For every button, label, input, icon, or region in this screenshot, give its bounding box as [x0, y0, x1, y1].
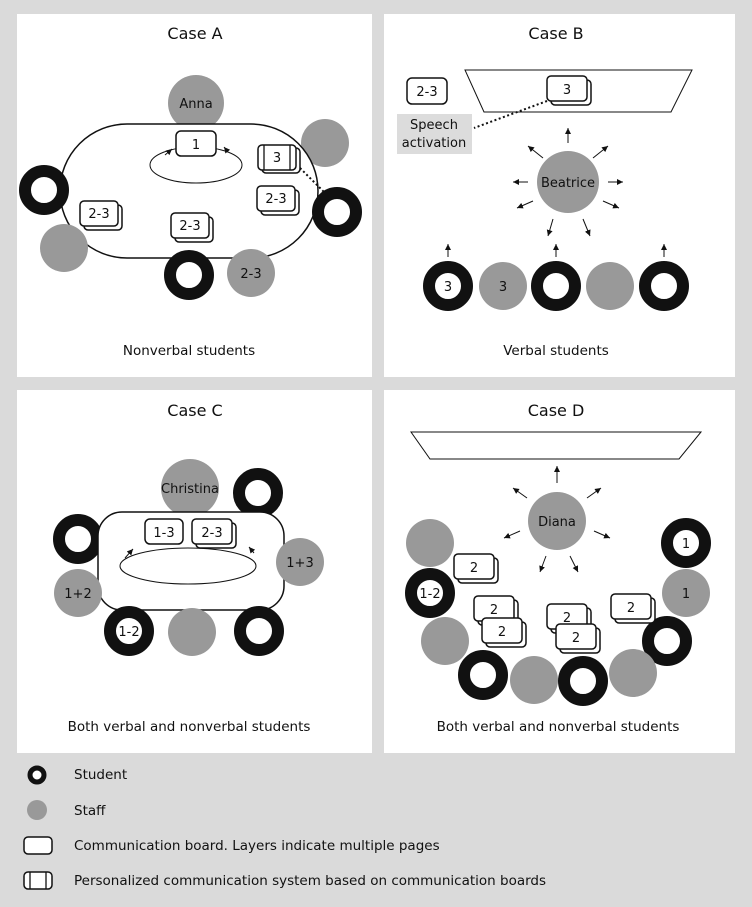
staff-beatrice	[537, 151, 599, 213]
legend-personalized-icon	[23, 871, 53, 890]
student-b-1-label: 3	[444, 280, 452, 295]
student-d-right-2	[648, 622, 686, 660]
legend-board-label: Communication board. Layers indicate mul…	[74, 838, 440, 854]
staff-d-top-left	[406, 519, 454, 567]
staff-d-right-label: 1	[682, 587, 690, 602]
board-c-1: 1-3	[144, 518, 184, 545]
case-c: Case C Christina 1-3 2-3 1+3 1+2 1-2 Bot…	[54, 401, 324, 735]
staff-b-2	[586, 262, 634, 310]
screen-d	[410, 431, 703, 460]
board-a-center: 2-3	[170, 212, 214, 243]
legend-staff-icon	[27, 800, 47, 820]
staff-b-1-label: 3	[499, 280, 507, 295]
staff-anna	[168, 75, 224, 131]
speech-activation-line2: activation	[402, 136, 466, 151]
rotation-loop-c	[119, 547, 257, 585]
svg-text:3: 3	[273, 151, 281, 166]
legend-student-icon	[27, 765, 47, 785]
board-a-left: 2-3	[79, 200, 123, 231]
svg-text:2: 2	[563, 611, 571, 626]
attention-arrows-d	[503, 466, 611, 573]
staff-anna-label: Anna	[179, 97, 212, 112]
staff-d-bottom-1	[510, 656, 558, 704]
student-d-top-right-label: 1	[682, 537, 690, 552]
svg-text:2-3: 2-3	[265, 192, 286, 207]
case-c-title: Case C	[167, 401, 222, 420]
staff-a-right	[301, 119, 349, 167]
board-a-1: 1	[175, 130, 217, 157]
staff-diana-label: Diana	[538, 515, 576, 530]
legend-staff-label: Staff	[74, 803, 106, 819]
staff-a-bottom-label: 2-3	[240, 267, 261, 282]
svg-text:2: 2	[572, 631, 580, 646]
case-d-title: Case D	[528, 401, 585, 420]
staff-a-left	[40, 224, 88, 272]
legend-personalized-label: Personalized communication system based …	[74, 873, 546, 889]
svg-text:1: 1	[192, 138, 200, 153]
svg-text:2: 2	[490, 603, 498, 618]
svg-text:3: 3	[563, 83, 571, 98]
staff-christina	[161, 459, 219, 517]
svg-text:2: 2	[627, 601, 635, 616]
board-b-screen: 3	[546, 75, 592, 106]
case-d: Case D Diana 1 1-2 1 2	[406, 401, 710, 735]
staff-b-1	[479, 262, 527, 310]
case-c-caption: Both verbal and nonverbal students	[68, 719, 311, 735]
staff-c-right	[276, 538, 324, 586]
staff-c-left	[54, 569, 102, 617]
svg-text:2-3: 2-3	[416, 85, 437, 100]
case-b-caption: Verbal students	[503, 343, 609, 359]
board-d-3: 2	[481, 617, 527, 648]
board-d-1: 2	[453, 553, 499, 584]
case-d-caption: Both verbal and nonverbal students	[437, 719, 680, 735]
legend: Student Staff Communication board. Layer…	[23, 765, 546, 890]
student-c-bottom-right	[240, 612, 278, 650]
student-a-left	[25, 171, 63, 209]
student-b-3	[645, 267, 683, 305]
student-c-left	[59, 520, 97, 558]
student-d-bottom-1	[464, 656, 502, 694]
svg-text:2-3: 2-3	[179, 219, 200, 234]
student-c-top	[239, 474, 277, 512]
student-a-bottom	[170, 256, 208, 294]
staff-d-bottom-2	[609, 649, 657, 697]
board-d-5: 2	[555, 623, 601, 654]
case-a: Case A Anna 1 3 2-3	[25, 24, 356, 359]
speech-activation-line1: Speech	[410, 118, 458, 133]
staff-a-bottom	[227, 249, 275, 297]
svg-text:1-3: 1-3	[153, 526, 174, 541]
staff-d-left-2	[421, 617, 469, 665]
case-a-title: Case A	[167, 24, 222, 43]
legend-board-icon	[23, 836, 53, 855]
case-b: Case B 2-3 3 Speech activation Beatrice	[397, 24, 693, 359]
student-d-left-label: 1-2	[419, 587, 440, 602]
board-d-6: 2	[610, 593, 656, 624]
student-b-2	[537, 267, 575, 305]
board-c-2: 2-3	[191, 518, 237, 549]
staff-c-left-label: 1+2	[64, 587, 91, 602]
student-c-bottom-left-label: 1-2	[118, 625, 139, 640]
staff-diana	[528, 492, 586, 550]
svg-text:2: 2	[498, 625, 506, 640]
student-a-right	[318, 193, 356, 231]
student-d-bottom-2	[564, 662, 602, 700]
speech-activation-box: Speech activation	[397, 114, 472, 154]
attention-arrows-b	[445, 128, 667, 257]
staff-d-right	[662, 569, 710, 617]
case-b-title: Case B	[528, 24, 583, 43]
staff-beatrice-label: Beatrice	[541, 176, 595, 191]
personalized-system-a: 3	[257, 144, 301, 174]
staff-c-bottom	[168, 608, 216, 656]
board-b-left: 2-3	[406, 77, 448, 105]
case-a-caption: Nonverbal students	[123, 343, 255, 359]
svg-text:2-3: 2-3	[201, 526, 222, 541]
svg-text:2-3: 2-3	[88, 207, 109, 222]
svg-text:2: 2	[470, 561, 478, 576]
table-c	[97, 511, 285, 611]
staff-c-right-label: 1+3	[286, 556, 313, 571]
legend-student-label: Student	[74, 767, 127, 783]
board-a-right: 2-3	[256, 185, 300, 216]
staff-christina-label: Christina	[161, 482, 219, 497]
